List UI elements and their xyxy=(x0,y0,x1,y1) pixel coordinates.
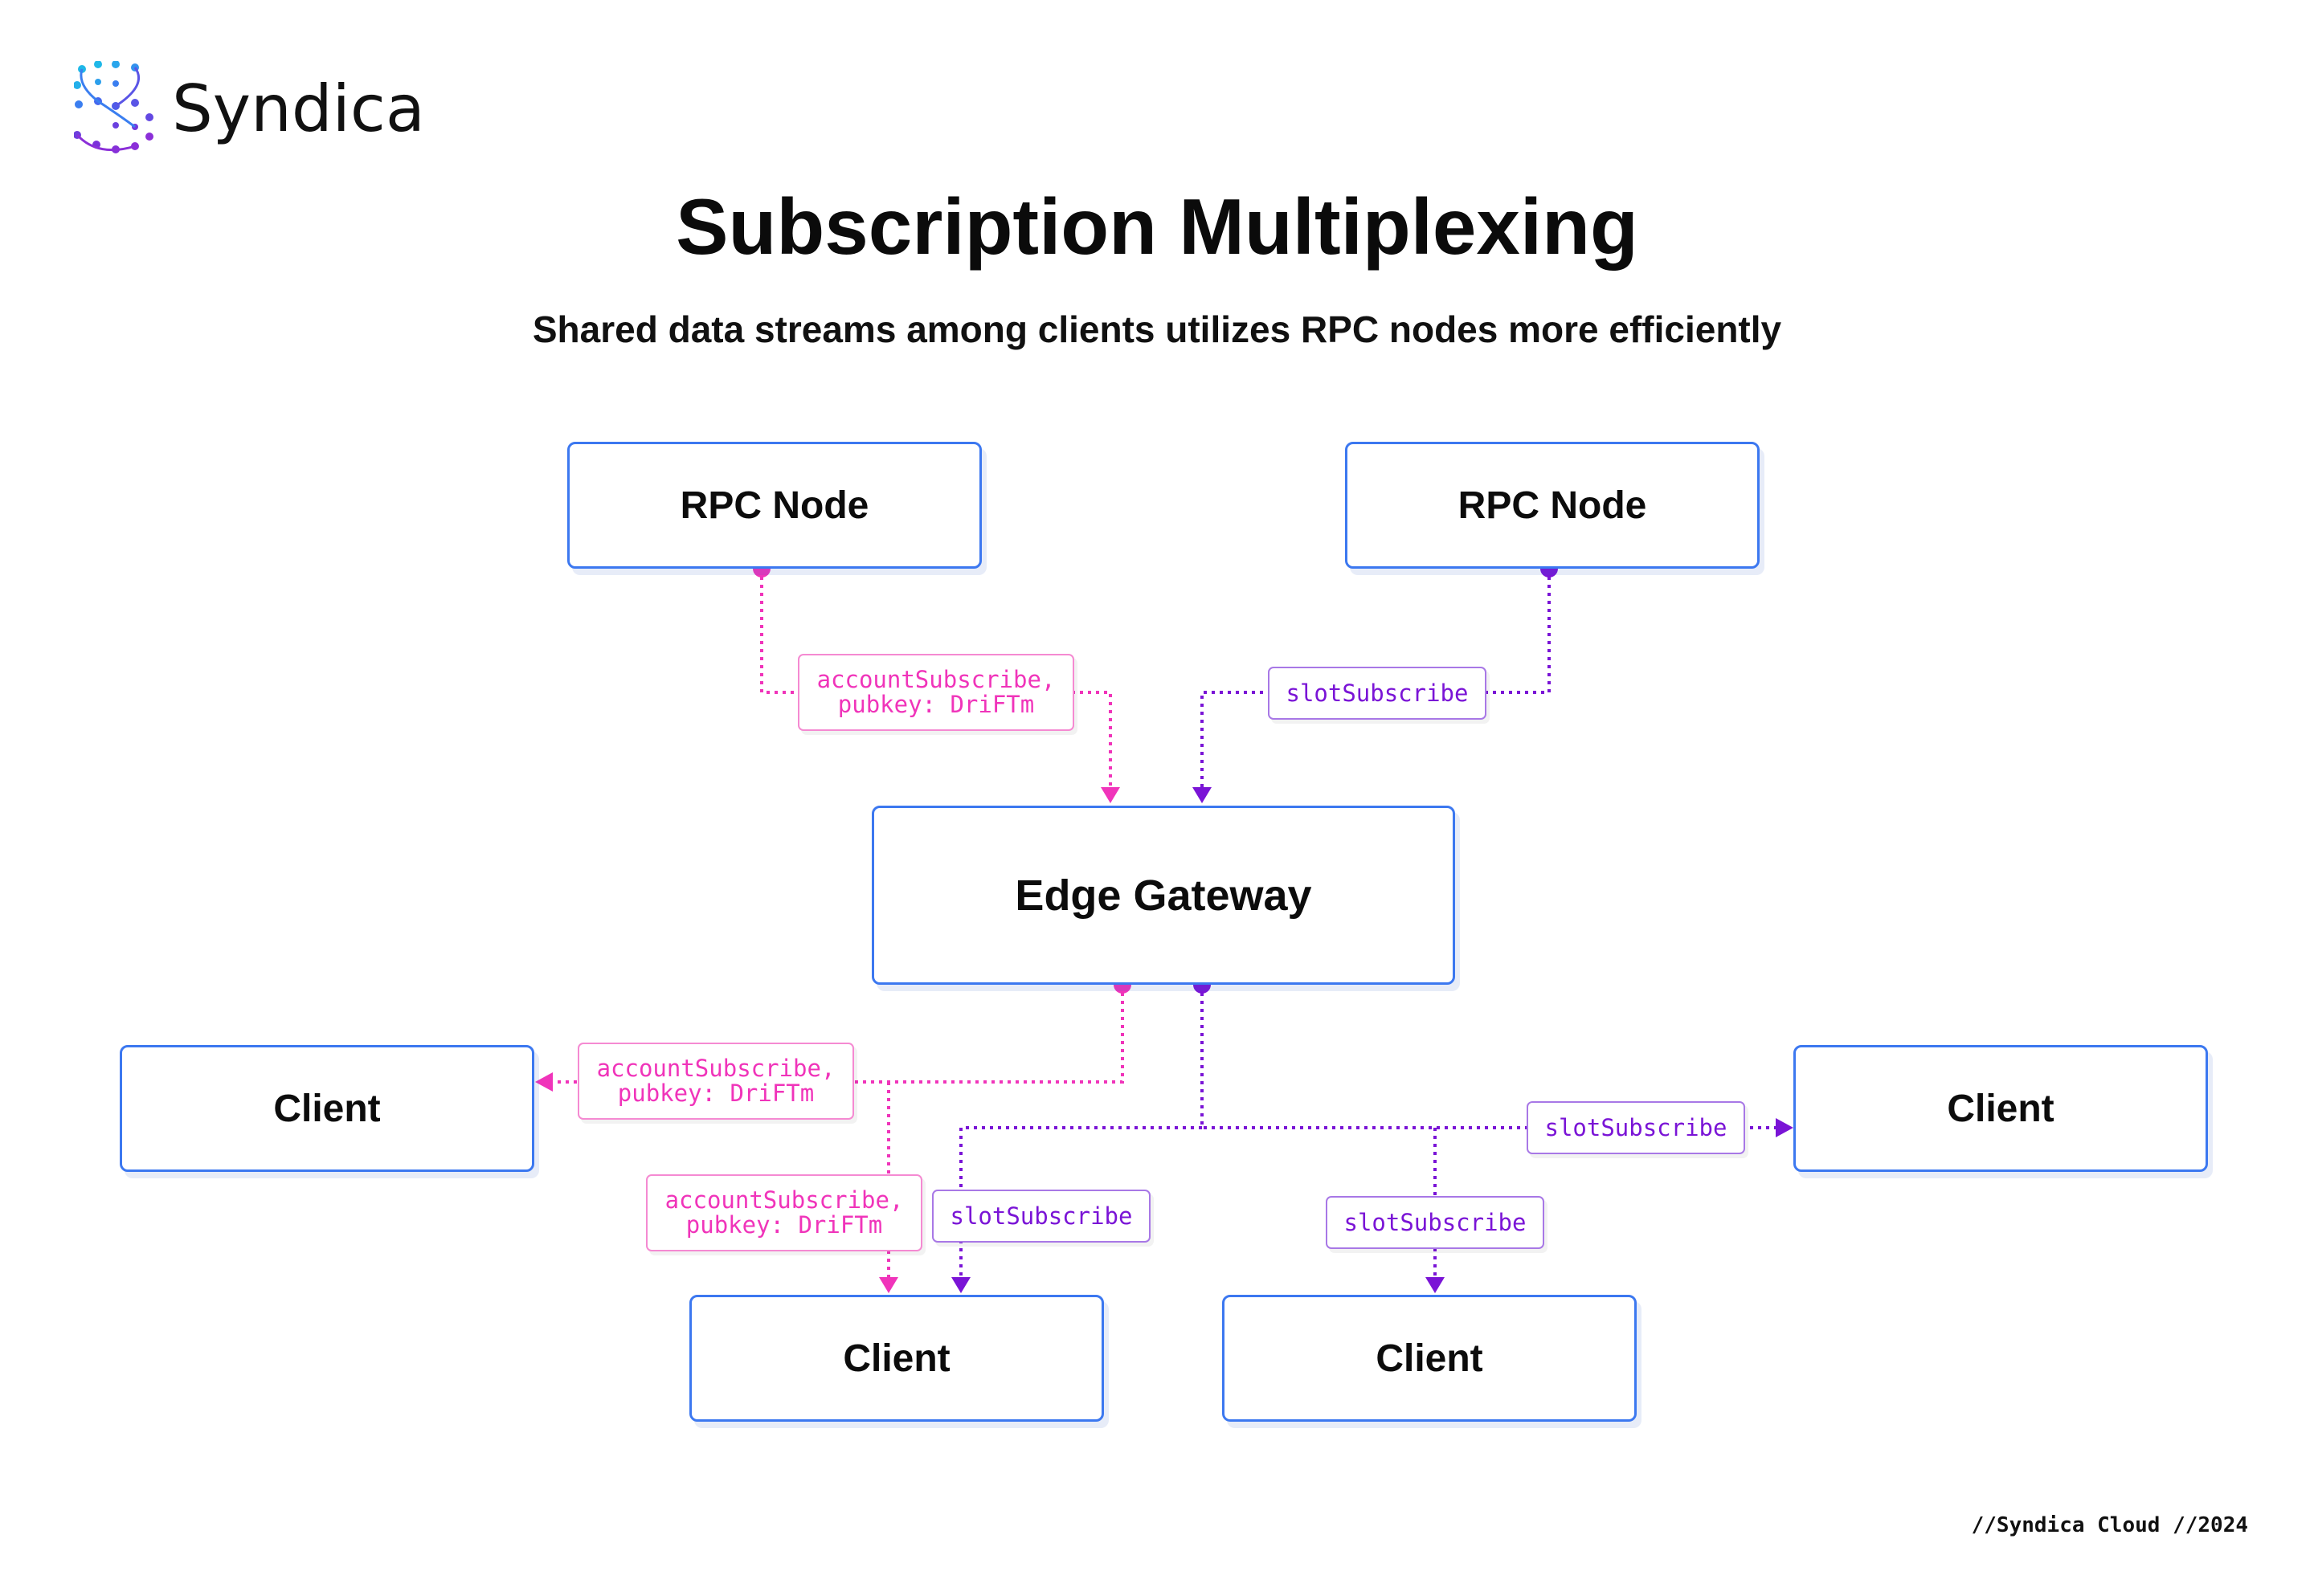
arrow-into-client-bottom-left-slot xyxy=(951,1277,971,1293)
client-left-label: Client xyxy=(273,1087,381,1130)
client-bottom-right-label: Client xyxy=(1376,1337,1483,1380)
client-node-left: Client xyxy=(120,1045,534,1172)
label-account-subscribe-client-left: accountSubscribe, pubkey: DriFTm xyxy=(578,1043,854,1120)
rpc-node-left: RPC Node xyxy=(567,442,982,569)
client-right-label: Client xyxy=(1947,1087,2054,1130)
rpc-node-right-label: RPC Node xyxy=(1457,484,1647,527)
label-account-subscribe-rpc: accountSubscribe, pubkey: DriFTm xyxy=(798,654,1074,731)
client-node-bottom-right: Client xyxy=(1222,1295,1637,1422)
edge-gateway-node: Edge Gateway xyxy=(872,806,1455,985)
arrow-into-client-left xyxy=(535,1072,553,1092)
arrow-into-gateway-account xyxy=(1101,787,1120,803)
arrow-into-client-bottom-right xyxy=(1425,1277,1445,1293)
client-node-right: Client xyxy=(1793,1045,2208,1172)
brand-name: Syndica xyxy=(172,71,425,146)
client-bottom-left-label: Client xyxy=(843,1337,951,1380)
footer-credit: //Syndica Cloud //2024 xyxy=(1971,1513,2248,1537)
label-slot-subscribe-client-bottom-right: slotSubscribe xyxy=(1326,1196,1544,1249)
connector-gateway-to-client-bottom-left-slot xyxy=(959,1126,1202,1279)
arrow-into-client-right xyxy=(1776,1118,1793,1137)
arrow-into-gateway-slot xyxy=(1192,787,1212,803)
client-node-bottom-left: Client xyxy=(689,1295,1104,1422)
rpc-node-left-label: RPC Node xyxy=(680,484,869,527)
page-title: Subscription Multiplexing xyxy=(676,182,1638,271)
label-account-subscribe-client-bottom: accountSubscribe, pubkey: DriFTm xyxy=(646,1174,922,1251)
rpc-node-right: RPC Node xyxy=(1345,442,1760,569)
label-slot-subscribe-client-right: slotSubscribe xyxy=(1527,1101,1745,1154)
syndica-logo-icon xyxy=(74,61,153,153)
edge-gateway-label: Edge Gateway xyxy=(1015,871,1312,920)
arrow-into-client-bottom-left-account xyxy=(879,1277,898,1293)
label-slot-subscribe-rpc: slotSubscribe xyxy=(1268,667,1486,720)
page-subtitle: Shared data streams among clients utiliz… xyxy=(532,308,1782,350)
label-slot-subscribe-client-bottom-left: slotSubscribe xyxy=(932,1190,1151,1243)
